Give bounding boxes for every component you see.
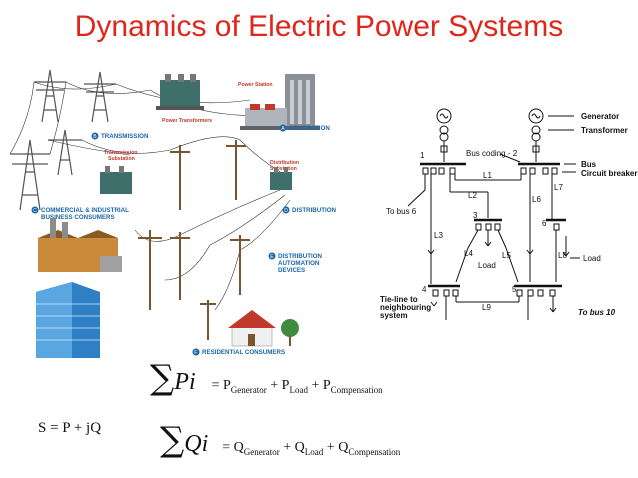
svg-text:F: F xyxy=(194,350,197,356)
power-station-label: Power Station xyxy=(238,82,273,88)
transmission-substation-icon xyxy=(100,166,132,194)
svg-text:A: A xyxy=(281,126,285,132)
bus-4-number: 4 xyxy=(422,285,427,294)
line-l8: L8 xyxy=(558,251,567,260)
power-transformers-icon xyxy=(156,74,204,110)
reactive-power-equation: ∑Qi = QGenerator + QLoad + QCompensation xyxy=(160,420,401,460)
slide-title: Dynamics of Electric Power Systems xyxy=(74,10,564,43)
bus-5-number: 5 xyxy=(512,285,517,294)
automation-label-3: DEVICES xyxy=(278,267,305,274)
to-bus-6-label: To bus 6 xyxy=(386,207,417,216)
bus-coding-label: Bus coding - 2 xyxy=(466,149,518,158)
transformer-legend: Transformer xyxy=(581,126,628,135)
bus-legend: Bus xyxy=(581,160,597,169)
active-power-equation: ∑Pi = PGenerator + PLoad + PCompensation xyxy=(150,358,383,398)
power-transformers-label: Power Transformers xyxy=(162,118,212,124)
badge-f-icon xyxy=(192,348,200,356)
transmission-label: TRANSMISSION xyxy=(101,133,149,140)
svg-text:E: E xyxy=(270,254,274,260)
svg-text:D: D xyxy=(284,208,288,214)
sigma-symbol-q: ∑ xyxy=(160,420,185,460)
to-bus-10-label: To bus 10 xyxy=(578,308,616,317)
automation-label-2: AUTOMATION xyxy=(278,260,320,267)
q-variable: Qi xyxy=(184,431,209,457)
generator-2-icon xyxy=(528,108,544,124)
line-l9: L9 xyxy=(482,303,491,312)
sigma-symbol: ∑ xyxy=(150,358,175,398)
transmission-substation-label-1: Transmission xyxy=(104,150,137,156)
badge-e-icon xyxy=(268,252,276,260)
line-l3: L3 xyxy=(434,231,443,240)
badge-b-icon xyxy=(91,132,99,140)
utility-pole-icon xyxy=(138,140,250,340)
distribution-substation-label-1: Distribution xyxy=(270,160,299,166)
badge-c-icon xyxy=(31,206,39,214)
office-building-icon xyxy=(36,282,100,358)
p-variable: Pi xyxy=(174,369,196,395)
line-l1: L1 xyxy=(483,171,492,180)
automation-label-1: DISTRIBUTION xyxy=(278,253,323,260)
line-l4: L4 xyxy=(464,249,473,258)
residential-label: RESIDENTIAL CONSUMERS xyxy=(202,349,285,356)
distribution-substation-icon xyxy=(270,167,292,190)
single-line-diagram: Generator Transformer Bus Circuit breake… xyxy=(380,108,637,320)
load-legend: Load xyxy=(583,254,601,263)
tie-line-label-1: Tie-line to xyxy=(380,295,418,304)
line-l5: L5 xyxy=(502,251,511,260)
power-system-illustration: Power Transformers Power Station A GENER… xyxy=(9,69,337,358)
distribution-label: DISTRIBUTION xyxy=(292,207,337,214)
bus-6-number: 6 xyxy=(542,219,547,228)
house-icon xyxy=(228,310,299,347)
generation-label: GENERATION xyxy=(289,125,330,132)
line-l7: L7 xyxy=(554,183,563,192)
svg-text:B: B xyxy=(93,134,97,140)
bus-1-number: 1 xyxy=(420,151,425,160)
tie-line-label-3: system xyxy=(380,311,408,320)
factory-icon xyxy=(38,218,122,272)
tie-line-label-2: neighbouring xyxy=(380,303,431,312)
svg-text:C: C xyxy=(33,208,37,214)
load-label: Load xyxy=(478,261,496,270)
badge-a-icon xyxy=(279,124,287,132)
badge-d-icon xyxy=(282,206,290,214)
transmission-tower-icon xyxy=(10,69,116,211)
commercial-label-1: COMMERCIAL & INDUSTRIAL xyxy=(41,207,129,214)
line-l2: L2 xyxy=(468,191,477,200)
apparent-power-equation: S = P + jQ xyxy=(38,420,102,436)
generator-legend: Generator xyxy=(581,112,619,121)
commercial-label-2: BUSINESS CONSUMERS xyxy=(41,214,115,221)
line-l6: L6 xyxy=(532,195,541,204)
power-station-icon xyxy=(240,74,320,130)
circuit-breaker-legend: Circuit breaker xyxy=(581,169,637,178)
bus-3-number: 3 xyxy=(473,211,478,220)
generator-1-icon xyxy=(436,108,452,124)
transmission-substation-label-2: Substation xyxy=(108,156,135,162)
distribution-substation-label-2: Substation xyxy=(270,166,297,172)
